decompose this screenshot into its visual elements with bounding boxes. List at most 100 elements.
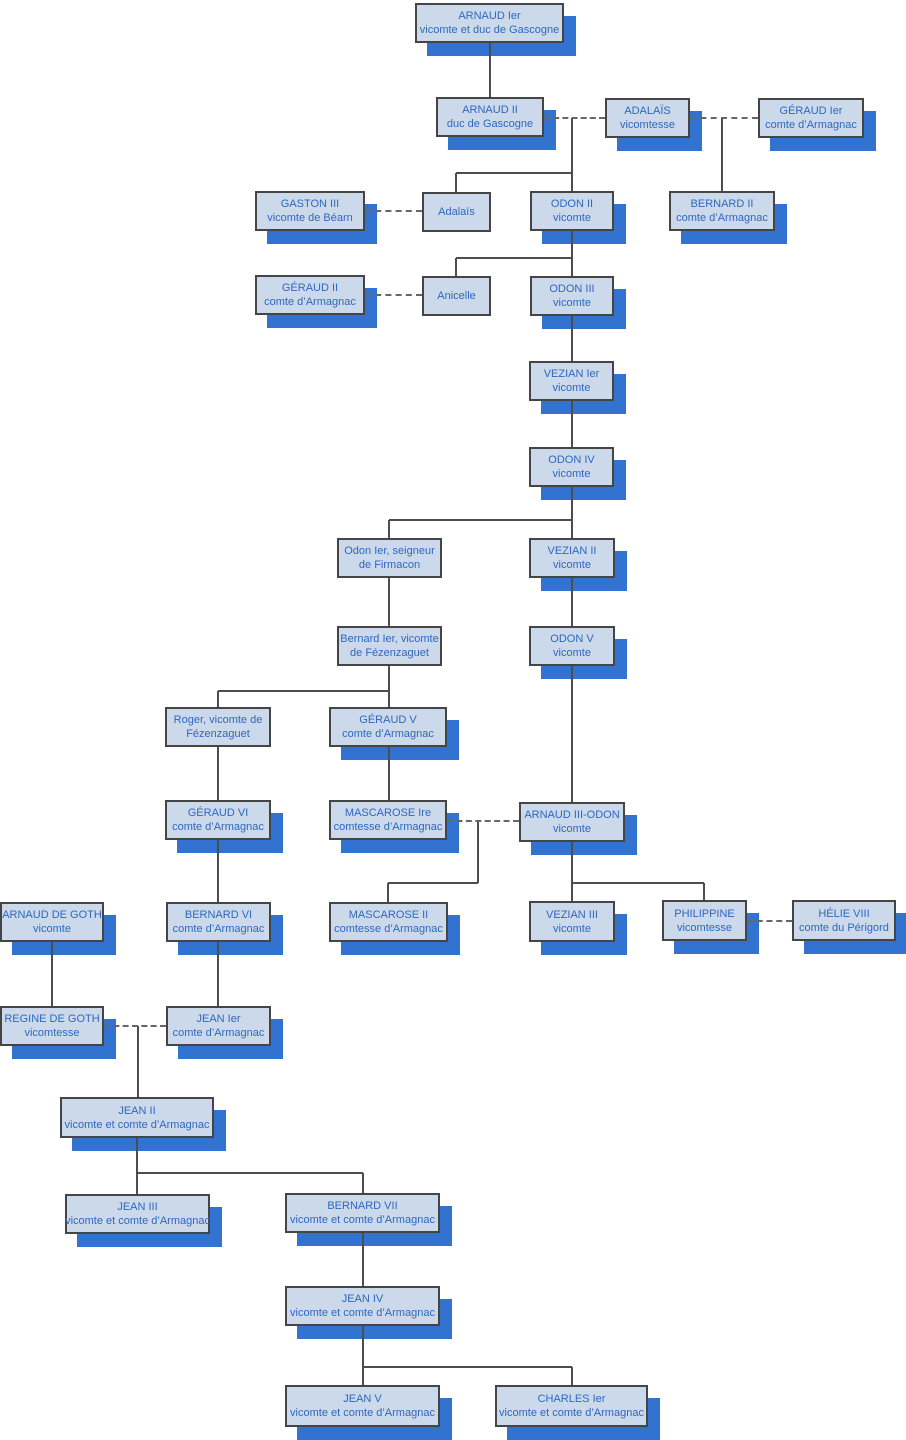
person-title: comtesse d’Armagnac: [333, 821, 443, 833]
node-bernard-ii: BERNARD II comte d’Armagnac: [669, 191, 775, 231]
descent-line-17: [388, 666, 390, 691]
descent-line-21: [217, 747, 219, 800]
person-title: vicomte: [552, 382, 591, 394]
person-name: BERNARD VII: [327, 1200, 398, 1212]
descent-line-11: [571, 487, 573, 520]
person-name: ARNAUD III-ODON: [524, 809, 620, 821]
person-title: vicomte: [553, 559, 591, 571]
person-name: PHILIPPINE: [674, 907, 735, 920]
person-name: ODON III: [549, 283, 595, 295]
person-title: vicomte: [553, 922, 591, 935]
person-name: JEAN IV: [341, 1293, 384, 1305]
person-name: Bernard Ier, vicomte: [340, 633, 439, 645]
descent-line-5: [571, 231, 573, 258]
person-title: vicomtesse: [24, 1027, 80, 1039]
person-name: MASCAROSE Ire: [344, 807, 432, 819]
person-title: comte d’Armagnac: [676, 212, 768, 224]
node-adalais-vicomtesse: ADALAÏS vicomtesse: [605, 98, 690, 138]
person-name: ARNAUD Ier: [458, 10, 521, 22]
person-name: ARNAUD II: [462, 104, 518, 116]
person-name: ODON II: [550, 198, 594, 210]
person-title: comte d’Armagnac: [172, 1027, 265, 1039]
person-title: vicomte: [552, 468, 591, 480]
person-title: vicomte et comte d’Armagnac: [499, 1407, 644, 1419]
person-name: VEZIAN III: [546, 908, 598, 921]
descent-line-15: [388, 578, 390, 626]
descent-line-24: [217, 840, 219, 902]
person-name: HÉLIE VIII: [818, 907, 870, 920]
marriage-line-3: [365, 294, 422, 296]
descent-line-28: [571, 842, 573, 883]
descent-line-31: [703, 883, 705, 900]
descent-line-7: [455, 258, 457, 276]
descent-line-40: [362, 1326, 364, 1367]
descent-line-38: [362, 1173, 364, 1193]
person-name: ODON V: [550, 633, 594, 645]
person-name: GÉRAUD VI: [187, 807, 249, 819]
branch-line-29: [572, 882, 704, 884]
descent-line-23: [571, 666, 573, 802]
person-title: vicomte et comte d’Armagnac: [290, 1214, 435, 1226]
descent-line-27: [387, 883, 389, 902]
person-title: vicomte et comte d’Armagnac: [65, 1215, 210, 1227]
node-mascarose-ire: MASCAROSE Ire comtesse d’Armagnac: [329, 800, 447, 840]
person-title: de Fézenzaguet: [350, 647, 429, 659]
branch-line-6: [456, 257, 572, 259]
node-vezian-ier: VEZIAN Ier vicomte: [529, 361, 614, 401]
person-name: JEAN II: [118, 1104, 156, 1117]
person-title: vicomte: [553, 647, 591, 659]
person-name: Roger, vicomte de: [173, 714, 263, 726]
person-name: REGINE DE GOTH: [4, 1013, 100, 1025]
descent-line-42: [362, 1367, 364, 1385]
person-title: vicomte et duc de Gascogne: [419, 24, 560, 36]
node-jean-ier: JEAN Ier comte d’Armagnac: [166, 1006, 271, 1046]
person-title: vicomtesse: [676, 921, 733, 934]
marriage-line-6: [104, 1025, 166, 1027]
person-title: vicomte: [553, 823, 591, 835]
person-title: vicomte: [553, 212, 591, 224]
person-title: vicomtesse: [619, 119, 676, 131]
person-title: duc de Gascogne: [446, 118, 534, 130]
descent-line-35: [136, 1138, 138, 1173]
person-name: GÉRAUD II: [281, 282, 339, 294]
branch-line-12: [389, 519, 572, 521]
marriage-line-5: [747, 920, 792, 922]
person-title: vicomte: [553, 297, 591, 309]
person-title: vicomte et comte d’Armagnac: [64, 1118, 210, 1131]
node-odon-iii: ODON III vicomte: [530, 276, 614, 316]
descent-line-0: [489, 43, 491, 97]
person-name: JEAN III: [117, 1201, 158, 1213]
person-name: GÉRAUD Ier: [779, 105, 843, 117]
person-name: JEAN Ier: [196, 1013, 241, 1025]
descent-line-14: [571, 520, 573, 538]
person-title: Fézenzaguet: [186, 728, 250, 740]
person-title: comtesse d’Armagnac: [334, 923, 443, 935]
person-name: VEZIAN Ier: [543, 368, 600, 380]
node-arnaud-ier: ARNAUD Ier vicomte et duc de Gascogne: [415, 3, 564, 43]
descent-line-1: [571, 118, 573, 191]
person-title: vicomte: [33, 923, 71, 935]
node-bernard-ier-fezenzaguet: Bernard Ier, vicomte de Fézenzaguet: [337, 626, 442, 666]
person-name: BERNARD II: [690, 198, 754, 210]
node-anicelle: Anicelle: [422, 276, 491, 316]
person-name: ADALAÏS: [624, 105, 671, 117]
descent-line-19: [217, 691, 219, 707]
branch-line-36: [137, 1172, 363, 1174]
node-jean-iii: JEAN III vicomte et comte d’Armagnac: [65, 1194, 210, 1234]
person-title: de Firmacon: [358, 559, 421, 571]
descent-line-20: [388, 691, 390, 707]
person-name: JEAN V: [343, 1393, 382, 1405]
marriage-line-0: [544, 117, 605, 119]
person-name: VEZIAN II: [547, 545, 597, 557]
